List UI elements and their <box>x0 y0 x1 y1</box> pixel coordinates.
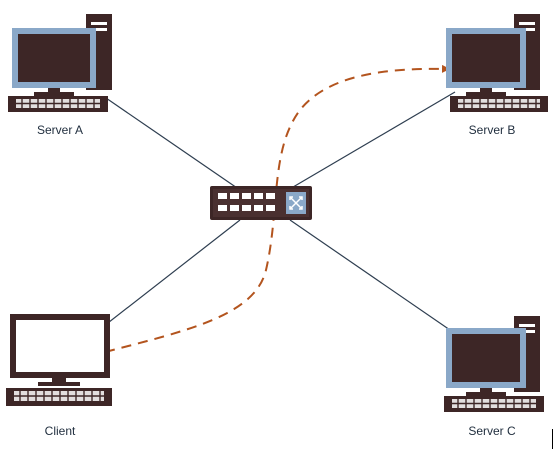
server-b-computer-icon <box>446 14 548 112</box>
link-client-switch <box>103 219 241 327</box>
link-server-a-switch <box>105 97 241 191</box>
client-label: Client <box>44 424 76 438</box>
switch-arrows-icon <box>289 196 303 210</box>
server-a-computer-icon <box>8 14 112 112</box>
links <box>103 91 456 331</box>
link-server-c-switch <box>289 219 451 331</box>
network-switch-icon <box>210 186 312 220</box>
text-cursor-mark <box>552 429 553 449</box>
link-server-b-switch <box>287 91 456 191</box>
server-b-label: Server B <box>468 123 516 137</box>
server-a-label: Server A <box>36 123 84 137</box>
server-c-label: Server C <box>468 424 516 438</box>
client-computer-icon <box>6 314 112 406</box>
server-c-computer-icon <box>444 316 544 412</box>
